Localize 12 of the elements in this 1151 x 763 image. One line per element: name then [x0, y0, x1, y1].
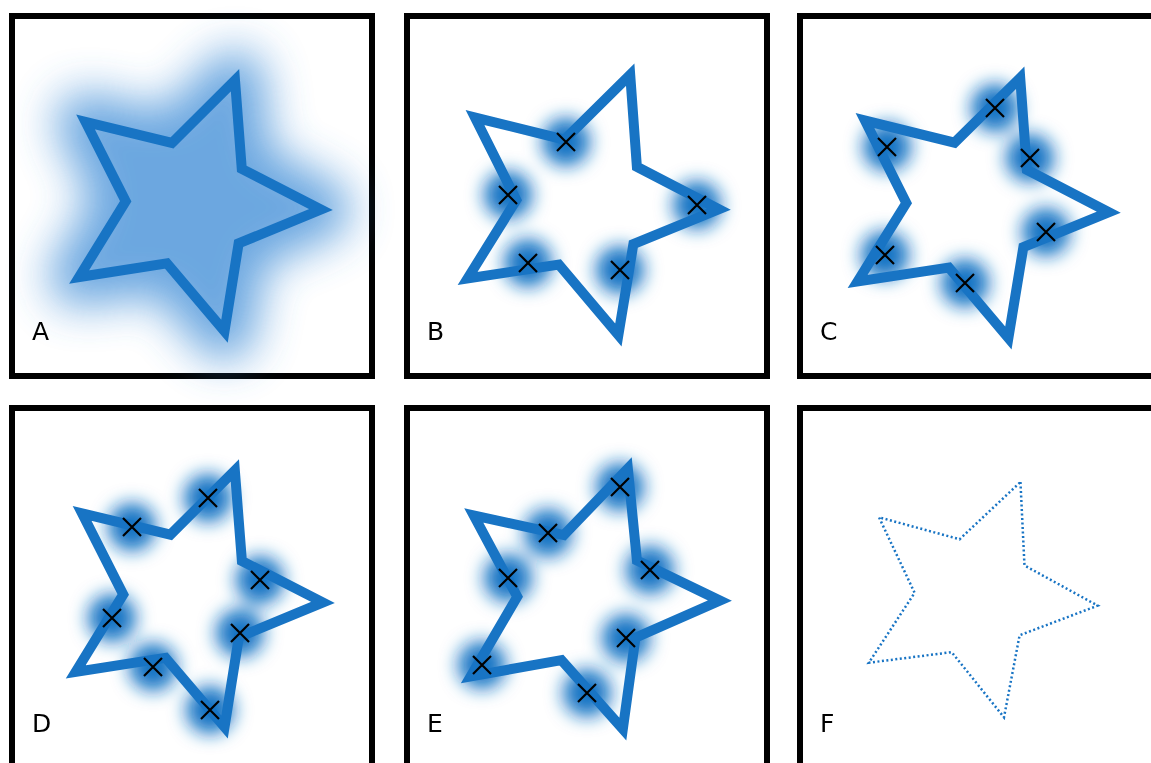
- panel-letter: D: [32, 711, 52, 736]
- panel-letter: F: [820, 711, 835, 736]
- panel-letter: C: [820, 319, 838, 344]
- panel-frame: [797, 405, 1151, 763]
- panel-frame: [404, 405, 770, 763]
- panel-letter: E: [427, 711, 443, 736]
- panel-frame: [797, 13, 1151, 379]
- panel-frame: [404, 13, 770, 379]
- panel-frame: [9, 405, 375, 763]
- panel-letter: A: [32, 319, 50, 344]
- panel-frame: [9, 13, 375, 379]
- panel-letter: B: [427, 319, 445, 344]
